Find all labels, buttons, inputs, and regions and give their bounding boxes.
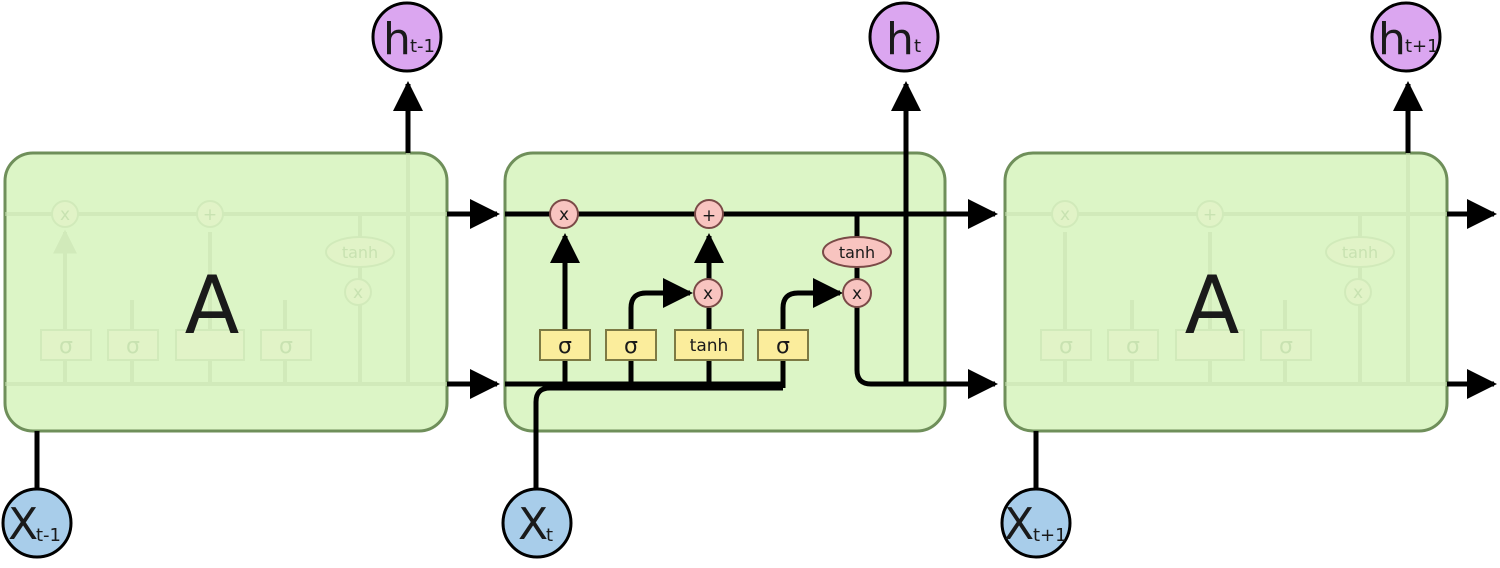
- candidate-gate: tanh: [674, 329, 744, 361]
- input-gate-label: σ: [624, 334, 638, 359]
- cell-next-faded-internals: σ σ σ x + x tanh: [1005, 153, 1447, 386]
- output-gate: σ: [757, 329, 809, 361]
- cell-tanh-label: tanh: [839, 243, 875, 262]
- x-current-main: X: [518, 499, 548, 550]
- cell-prev-faded-internals: σ σ σ x + x tanh: [5, 153, 447, 386]
- faded-gate-label: σ: [1279, 334, 1293, 359]
- x-current-sub: t: [546, 525, 553, 546]
- cell-prev-label: A: [185, 259, 240, 352]
- hidden-state-out-arrow: [854, 306, 998, 399]
- input-gate-to-mult-arrow: [628, 278, 693, 330]
- candidate-gate-label: tanh: [690, 336, 729, 356]
- faded-tanh-label: tanh: [1342, 243, 1378, 262]
- faded-mult-label: x: [60, 205, 70, 225]
- x-prev-sub: t-1: [36, 525, 61, 546]
- forget-mult-label: x: [559, 205, 569, 225]
- cell-next: σ σ σ x + x tanh A: [1003, 151, 1449, 433]
- faded-gate-label: σ: [59, 334, 73, 359]
- faded-mult-label: x: [353, 283, 363, 303]
- cell-prev-box: [3, 151, 449, 433]
- x-next-main: X: [1004, 499, 1034, 550]
- x-prev-node: X t-1: [1, 487, 73, 559]
- h-next-main: h: [1378, 14, 1406, 65]
- faded-mult-label: x: [1353, 283, 1363, 303]
- output-gate-to-mult-arrow: [780, 278, 843, 330]
- h-next-node: h t+1: [1370, 1, 1442, 73]
- add-label: +: [702, 206, 716, 226]
- forget-gate-label: σ: [558, 334, 572, 359]
- cell-next-label: A: [1185, 259, 1240, 352]
- faded-gate-label: σ: [1126, 334, 1140, 359]
- h-current-node: h t: [868, 1, 940, 73]
- cell-prev: σ σ σ x + x tanh A: [3, 151, 449, 433]
- cell-current: [503, 151, 947, 433]
- faded-tanh-label: tanh: [342, 243, 378, 262]
- h-prev-main: h: [383, 14, 411, 65]
- forget-gate: σ: [539, 329, 591, 361]
- input-x-line: [533, 385, 783, 488]
- output-mult-label: x: [852, 284, 862, 304]
- x-prev-main: X: [8, 499, 38, 550]
- h-prev-sub: t-1: [410, 36, 435, 57]
- forget-mult-op: x: [549, 199, 579, 229]
- connections: [34, 81, 1497, 488]
- cell-next-box: [1003, 151, 1449, 433]
- x-next-node: X t+1: [1000, 487, 1072, 559]
- input-nodes: X t-1 X t X t+1: [1, 487, 1072, 559]
- input-gate: σ: [605, 329, 657, 361]
- output-nodes: h t-1 h t h t+1: [371, 1, 1442, 73]
- faded-gate-label: σ: [1059, 334, 1073, 359]
- x-current-node: X t: [501, 487, 573, 559]
- x-next-sub: t+1: [1033, 525, 1067, 546]
- faded-mult-label: x: [1060, 205, 1070, 225]
- faded-gate-label: σ: [279, 334, 293, 359]
- input-mult-label: x: [703, 284, 713, 304]
- h-prev-node: h t-1: [371, 1, 443, 73]
- add-op: +: [694, 199, 724, 229]
- faded-add-label: +: [203, 205, 217, 225]
- cell-current-box: [503, 151, 947, 433]
- input-mult-op: x: [693, 278, 723, 308]
- output-gate-label: σ: [776, 334, 790, 359]
- h-next-sub: t+1: [1405, 36, 1439, 57]
- faded-gate-label: σ: [126, 334, 140, 359]
- h-current-main: h: [886, 14, 914, 65]
- faded-add-label: +: [1203, 205, 1217, 225]
- h-current-sub: t: [914, 36, 921, 57]
- cell-tanh-op: tanh: [822, 236, 892, 268]
- gates: σ σ tanh σ: [539, 329, 809, 361]
- pointwise-ops: x + x tanh x: [549, 199, 892, 308]
- output-mult-op: x: [842, 278, 872, 308]
